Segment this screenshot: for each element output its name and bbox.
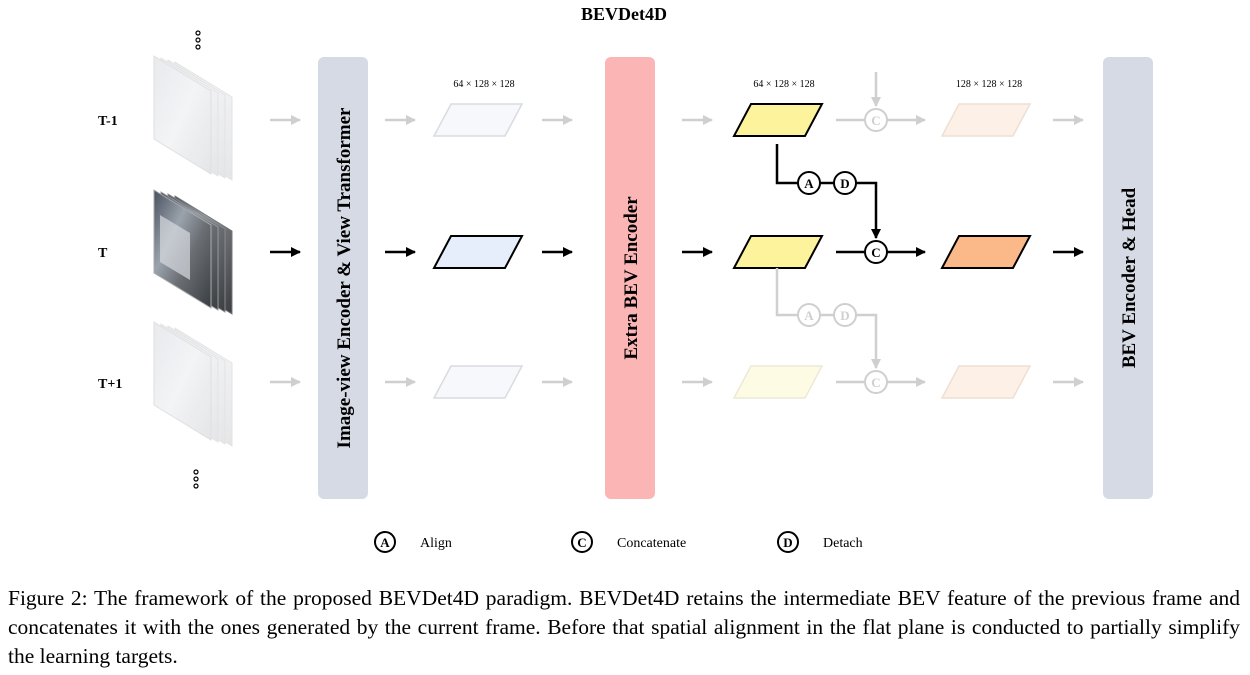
feature-extra-prev: [732, 103, 824, 137]
concat-op-prev: C: [864, 108, 888, 132]
image-stack-next: [153, 321, 233, 447]
extra-bev-encoder-label: Extra BEV Encoder: [621, 196, 642, 360]
encoder-block: [318, 57, 368, 499]
feature-encoder-next: [432, 365, 524, 399]
svg-text:C: C: [871, 375, 880, 390]
feature-encoder-prev: [432, 103, 524, 137]
align-op-curr: A: [797, 171, 821, 195]
framework-diagram: BEVDet4D T-1 T T+1: [98, 4, 1153, 553]
bev-encoder-head-label: BEV Encoder & Head: [1119, 187, 1140, 368]
ellipsis-bottom: [193, 469, 199, 489]
dim-label-extra: 64 × 128 × 128: [753, 79, 814, 90]
image-stack-prev: [153, 55, 233, 181]
svg-text:A: A: [804, 176, 814, 191]
svg-text:C: C: [871, 113, 880, 128]
row-label-curr: T: [98, 246, 108, 261]
legend-item-detach: D Detach: [777, 531, 863, 553]
arrow-detach-to-concat-next: [856, 313, 881, 369]
ellipsis-top: [195, 30, 201, 50]
svg-text:A: A: [804, 308, 814, 323]
dim-label-concat: 128 × 128 × 128: [956, 79, 1022, 90]
dim-label-encoder: 64 × 128 × 128: [453, 79, 514, 90]
legend-item-align: A Align: [374, 531, 452, 553]
feature-fused-curr: [940, 235, 1032, 269]
figure-caption: Figure 2: The framework of the proposed …: [8, 586, 1240, 668]
arrow-detach-to-concat: [856, 181, 881, 239]
svg-text:D: D: [840, 308, 849, 323]
feature-extra-curr: [732, 235, 824, 269]
align-op-next: A: [797, 303, 821, 327]
extra-bev-encoder-block: [605, 57, 655, 499]
row-label-prev: T-1: [98, 114, 118, 129]
row-label-next: T+1: [98, 377, 122, 392]
temporal-path-curr-to-next: [775, 268, 798, 317]
legend: A Align C Concatenate D Detach: [374, 531, 863, 553]
legend-label-align: Align: [420, 536, 452, 551]
feature-fused-next: [940, 365, 1032, 399]
svg-text:C: C: [871, 245, 880, 260]
temporal-path-prev-to-curr: [775, 144, 798, 185]
legend-label-detach: Detach: [823, 536, 863, 551]
detach-op-curr: D: [833, 171, 857, 195]
encoder-block-label: Image-view Encoder & View Transformer: [334, 107, 355, 448]
svg-text:D: D: [840, 176, 849, 191]
feature-encoder-curr: [432, 235, 524, 269]
legend-label-concatenate: Concatenate: [617, 536, 686, 551]
concat-op-curr: C: [864, 240, 888, 264]
image-stack-curr: [153, 189, 233, 315]
feature-extra-next: [732, 365, 824, 399]
feature-fused-prev: [940, 103, 1032, 137]
bev-encoder-head-block: [1103, 57, 1153, 499]
svg-text:C: C: [577, 535, 586, 550]
svg-text:A: A: [380, 535, 390, 550]
concat-op-next: C: [864, 370, 888, 394]
diagram-title: BEVDet4D: [581, 4, 667, 24]
svg-text:D: D: [783, 535, 792, 550]
detach-op-next: D: [833, 303, 857, 327]
legend-item-concatenate: C Concatenate: [571, 531, 686, 553]
